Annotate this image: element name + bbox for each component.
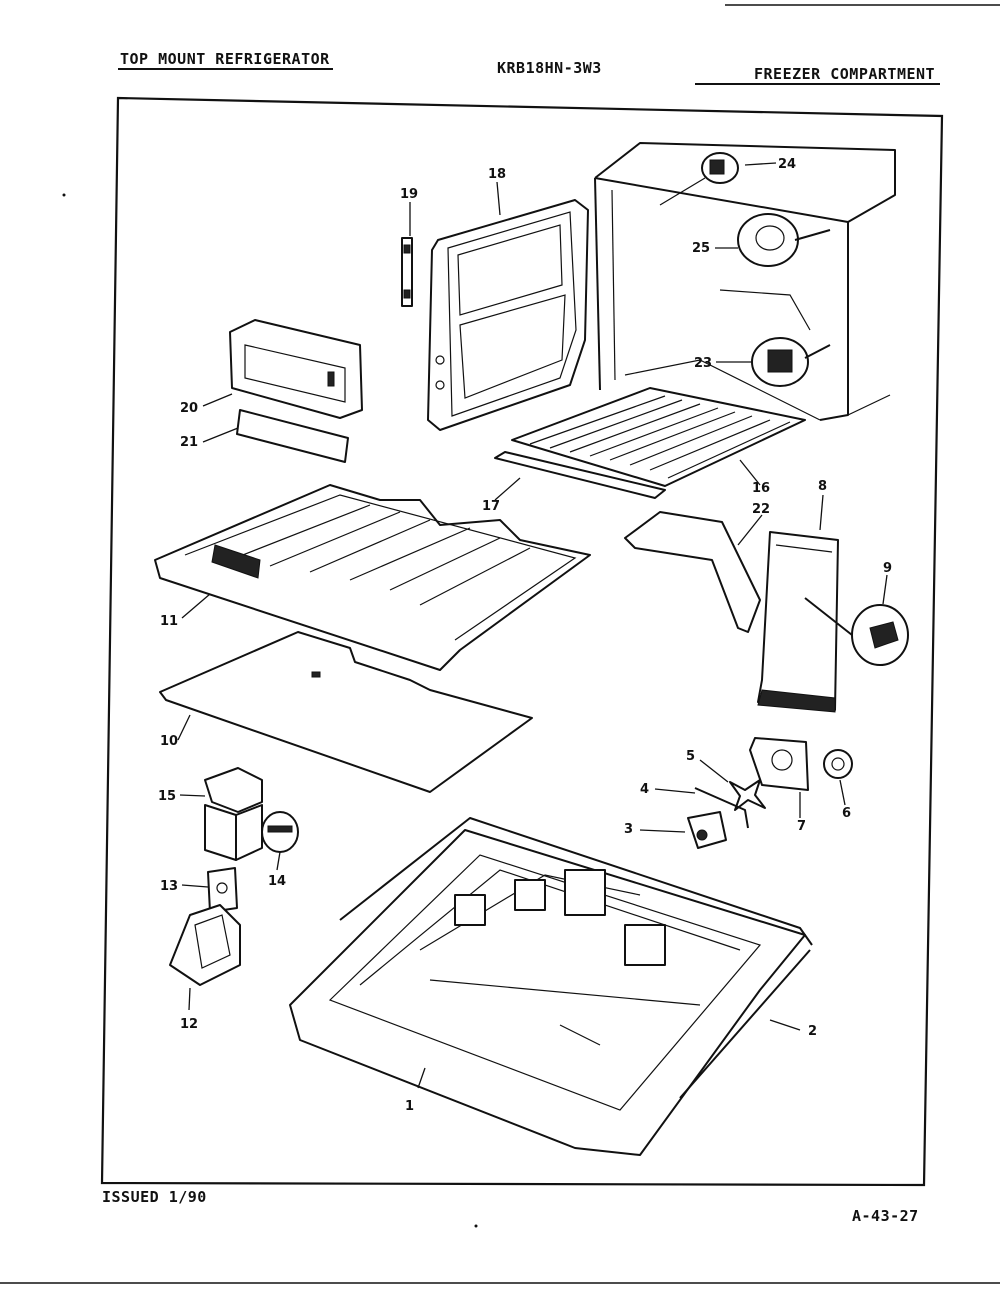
model-type-title: TOP MOUNT REFRIGERATOR [120, 50, 330, 68]
ice-bucket-12 [169, 904, 241, 986]
light-socket-24 [659, 152, 739, 206]
gasket-2 [339, 817, 813, 1099]
air-duct-22 [624, 511, 761, 633]
callout-12: 12 [180, 1017, 198, 1032]
control-label-21 [236, 409, 349, 463]
support-13 [207, 867, 238, 913]
diagram-frame [100, 96, 944, 1187]
callout-25: 25 [692, 241, 710, 256]
door-hinge-19 [401, 237, 413, 307]
fan-motor-3 [687, 811, 727, 849]
issued-date: ISSUED 1/90 [102, 1188, 207, 1206]
wire-shelf-16 [511, 387, 806, 487]
callout-24: 24 [778, 157, 796, 172]
callout-11: 11 [160, 614, 178, 629]
callout-14: 14 [268, 874, 286, 889]
model-number: KRB18HN-3W3 [497, 59, 602, 77]
callout-7: 7 [797, 819, 806, 834]
freezer-liner-pan-1 [289, 829, 806, 1156]
fan-blade-5 [729, 779, 766, 811]
thermostat-23 [751, 337, 831, 387]
leader-lines [177, 162, 888, 1089]
evaporator-cover-8 [757, 531, 839, 713]
callout-10: 10 [160, 734, 178, 749]
callout-19: 19 [400, 187, 418, 202]
baffle-panel-10 [159, 631, 533, 793]
callout-18: 18 [488, 167, 506, 182]
shelf-rail-17 [494, 451, 666, 499]
callout-21: 21 [180, 435, 198, 450]
section-title: FREEZER COMPARTMENT [754, 65, 936, 83]
speck [474, 1224, 478, 1228]
control-housing-20 [229, 319, 363, 419]
light-bulb-25 [737, 213, 831, 267]
callout-9: 9 [883, 561, 892, 576]
fan-bracket-4 [694, 787, 749, 829]
motor-bracket-7 [749, 737, 809, 791]
freezer-floor-11 [154, 484, 591, 671]
callout-15: 15 [158, 789, 176, 804]
grommet-6 [823, 749, 853, 779]
callout-22: 22 [752, 502, 770, 517]
page-code: A-43-27 [852, 1207, 919, 1225]
freezer-liner [594, 142, 896, 421]
title-underline [118, 68, 333, 70]
section-title-underline [695, 83, 940, 85]
callout-3: 3 [624, 822, 633, 837]
speck [62, 193, 66, 197]
callout-1: 1 [405, 1099, 414, 1114]
damper-knob-9 [804, 597, 909, 666]
callout-5: 5 [686, 749, 695, 764]
callout-8: 8 [818, 479, 827, 494]
callout-16: 16 [752, 481, 770, 496]
callout-13: 13 [160, 879, 178, 894]
callout-17: 17 [482, 499, 500, 514]
clip-14 [261, 811, 299, 853]
callout-2: 2 [808, 1024, 817, 1039]
freezer-door-18 [427, 199, 589, 431]
ice-tray-15 [204, 767, 263, 861]
callout-23: 23 [694, 356, 712, 371]
callout-4: 4 [640, 782, 649, 797]
callout-20: 20 [180, 401, 198, 416]
callout-6: 6 [842, 806, 851, 821]
